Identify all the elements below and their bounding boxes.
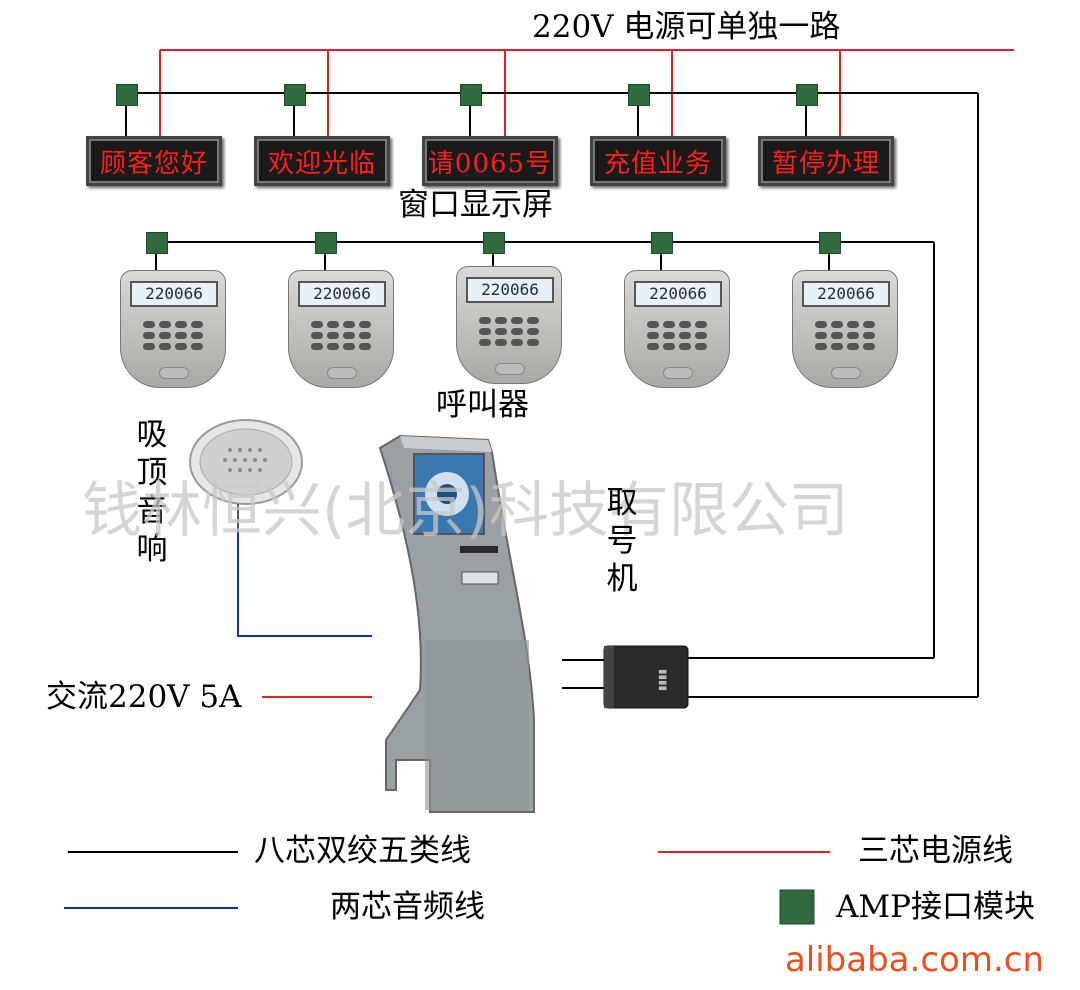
legend-amp-label: AMP接口模块 <box>836 889 1035 925</box>
legend-power-label: 三芯电源线 <box>858 833 1013 869</box>
window-display: 充值业务 <box>590 136 726 186</box>
amp-module-icon <box>315 232 337 254</box>
window-display: 暂停办理 <box>758 136 894 186</box>
pager-screen: 220066 <box>130 281 218 307</box>
legend-audio-label: 两芯音频线 <box>330 889 485 925</box>
ac-power-label: 交流220V 5A <box>46 679 242 715</box>
power-line-label: 220V 电源可单独一路 <box>532 9 841 45</box>
pager-device: 220066 <box>792 270 898 388</box>
interface-box: ▮▮▮▮ <box>603 645 689 709</box>
ceiling-speaker <box>189 419 303 530</box>
site-watermark: alibaba.com.cn <box>784 940 1044 980</box>
watermark: 钱林恒兴(北京)科技有限公司 <box>82 476 849 546</box>
legend-amp-swatch <box>779 889 815 925</box>
amp-module-icon <box>284 84 306 106</box>
window-display: 欢迎光临 <box>254 136 390 186</box>
pager-screen: 220066 <box>634 281 722 307</box>
pager-screen: 220066 <box>298 281 386 307</box>
display-text: 暂停办理 <box>771 148 880 179</box>
display-text: 请0065号 <box>427 148 553 179</box>
ticket-kiosk <box>378 434 535 813</box>
display-text: 顾客您好 <box>99 148 208 179</box>
window-display: 请0065号 <box>422 136 558 186</box>
power-wires <box>159 49 1014 698</box>
pager-device: 220066 <box>456 266 562 384</box>
pager-device: 220066 <box>120 270 226 388</box>
kiosk-label: 取号机 <box>606 485 638 597</box>
window-display-label: 窗口显示屏 <box>398 187 553 223</box>
amp-module-icon <box>116 84 138 106</box>
pager-label: 呼叫器 <box>436 387 529 423</box>
amp-module-icon <box>146 232 168 254</box>
svg-text:▮▮▮▮: ▮▮▮▮ <box>657 669 668 691</box>
amp-module-icon <box>651 232 673 254</box>
amp-module-icon <box>483 232 505 254</box>
window-display: 顾客您好 <box>86 136 222 186</box>
pager-device: 220066 <box>288 270 394 388</box>
display-text: 欢迎光临 <box>267 148 376 179</box>
speaker-label: 吸顶音响 <box>136 417 168 567</box>
pager-device: 220066 <box>624 270 730 388</box>
legend-cat5-label: 八芯双绞五类线 <box>254 833 471 869</box>
pager-screen: 220066 <box>802 281 890 307</box>
amp-module-icon <box>819 232 841 254</box>
amp-module-icon <box>460 84 482 106</box>
audio-wires <box>64 530 372 909</box>
display-text: 充值业务 <box>603 148 712 179</box>
amp-module-icon <box>628 84 650 106</box>
pager-screen: 220066 <box>466 277 554 303</box>
amp-module-icon <box>796 84 818 106</box>
